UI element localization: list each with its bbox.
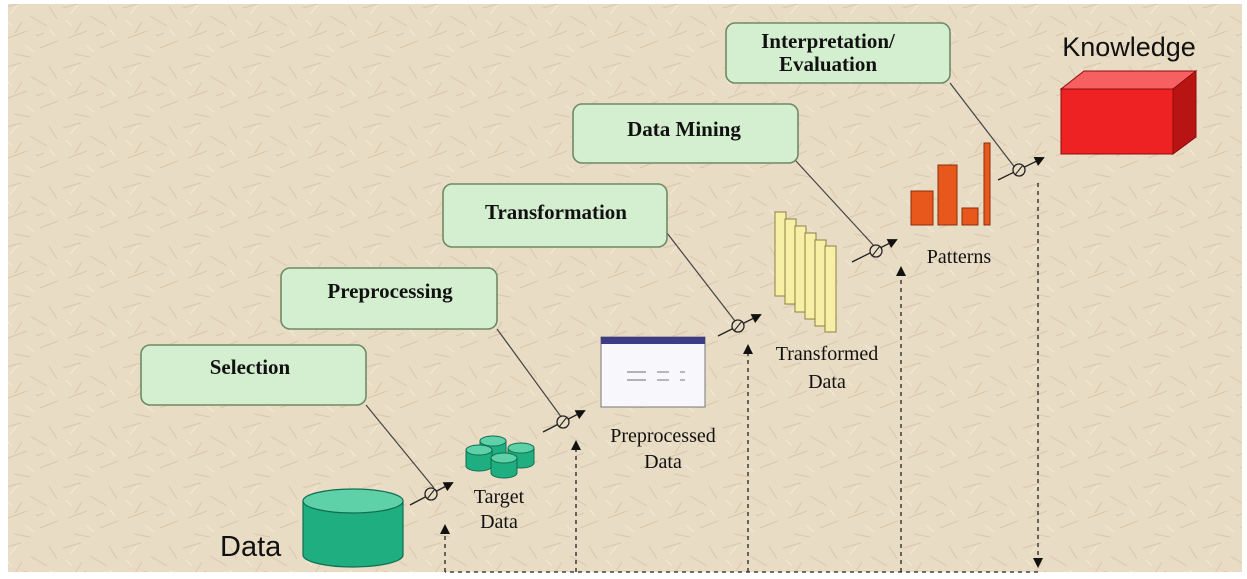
data-database-icon <box>302 488 404 568</box>
target-data-label-line1: Target <box>474 486 525 508</box>
preprocessed-data-label-line2: Data <box>644 451 682 473</box>
data-label: Data <box>220 531 282 563</box>
stage-selection-box: Selection <box>140 344 367 406</box>
target-data-icon <box>465 435 535 479</box>
data-mining-connector <box>794 159 876 248</box>
knowledge-cube-icon <box>1059 69 1198 155</box>
stage-transformation-box: Transformation <box>442 183 668 248</box>
preprocessed-data-document-icon <box>600 336 706 408</box>
stage-selection-label: Selection <box>210 355 291 379</box>
transformed-data-sheets-icon <box>774 211 837 333</box>
target-data-label-line2: Data <box>480 511 518 533</box>
knowledge-label: Knowledge <box>1062 32 1196 62</box>
interpretation-connector <box>949 82 1017 170</box>
preprocessing-connector <box>496 328 563 419</box>
transformed-data-label-line1: Transformed <box>776 343 879 365</box>
textured-background <box>8 4 1242 572</box>
stage-interpretation-label-line2: Evaluation <box>779 52 877 76</box>
stage-preprocessing-box: Preprocessing <box>280 267 498 330</box>
selection-connector <box>365 404 435 489</box>
stage-preprocessing-label: Preprocessing <box>327 279 453 303</box>
stage-interpretation-label-line1: Interpretation/ <box>761 29 896 53</box>
stage-data-mining-label: Data Mining <box>627 117 741 141</box>
patterns-label: Patterns <box>927 246 992 268</box>
patterns-bars-icon <box>910 142 991 226</box>
transformation-connector <box>666 232 736 322</box>
stage-transformation-label: Transformation <box>485 200 627 224</box>
transformed-data-label-line2: Data <box>808 371 846 393</box>
stage-data-mining-box: Data Mining <box>572 103 799 164</box>
stage-interpretation-box: Interpretation/ Evaluation <box>725 22 951 84</box>
preprocessed-data-label-line1: Preprocessed <box>610 425 716 447</box>
